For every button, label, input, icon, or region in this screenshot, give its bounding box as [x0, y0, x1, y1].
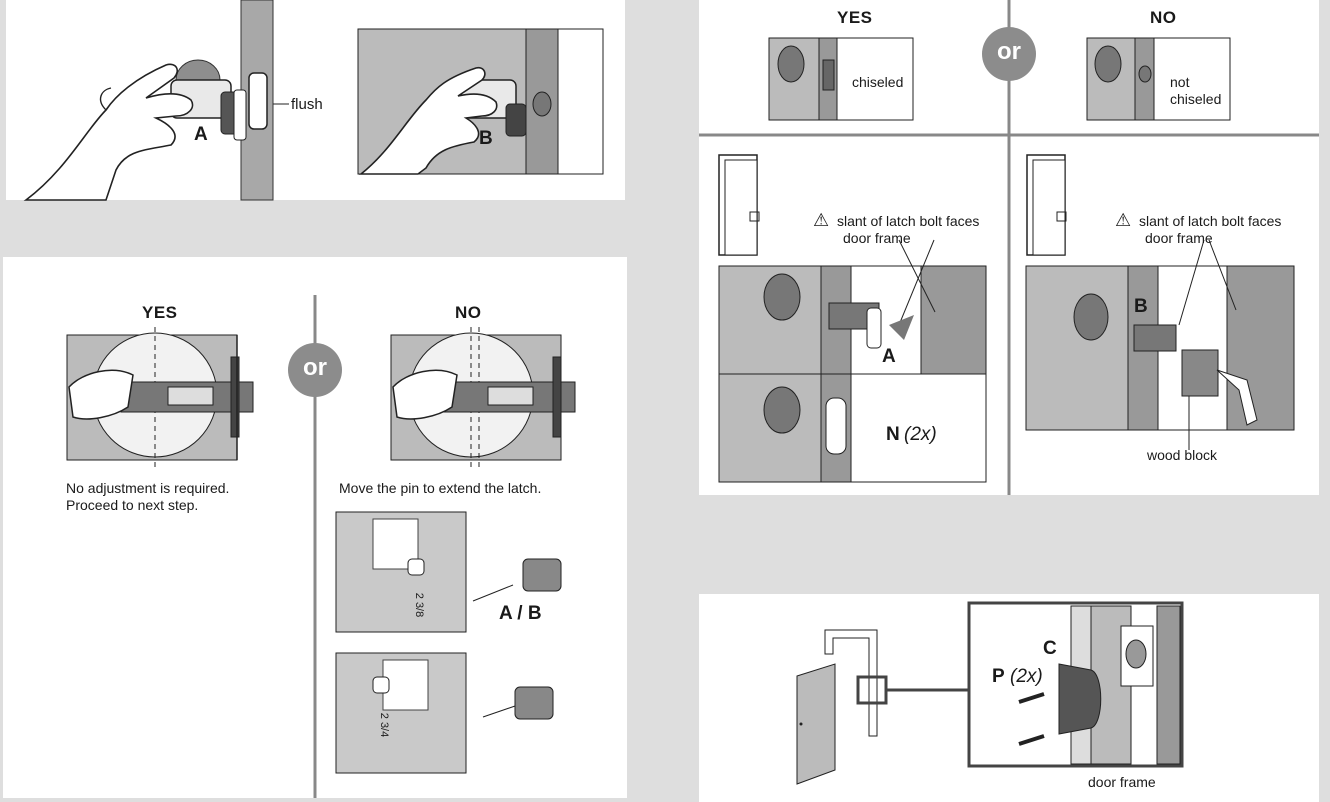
left-warning-line2: door frame [843, 230, 911, 246]
wood-block-label: wood block [1147, 447, 1218, 463]
ab-label: A / B [499, 603, 542, 624]
yes-instruction-line1: No adjustment is required. [66, 480, 230, 496]
left-warning-line1: slant of latch bolt faces [837, 213, 980, 229]
not-chiseled-line1: not [1170, 74, 1190, 90]
step1-latch-insert-panel: flush A B [6, 0, 625, 201]
backset-238: 2 3/8 [413, 592, 426, 618]
right-warning-line1: slant of latch bolt faces [1139, 213, 1282, 229]
warning-icon: ⚠ [1115, 210, 1132, 230]
part-b-label: B [1134, 296, 1148, 317]
part-b-label: B [479, 128, 493, 149]
step3-latch-install-panel: YES NO or chiseled not chiseled ⚠ slant … [699, 0, 1319, 495]
yes-instruction-line2: Proceed to next step. [66, 497, 199, 513]
part-c-label: C [1043, 638, 1057, 659]
part-a-label: A [882, 346, 896, 367]
screw-p-label: P [992, 666, 1005, 687]
door-frame-label: door frame [1088, 774, 1156, 790]
warning-icon: ⚠ [813, 210, 830, 230]
part-a-label: A [194, 124, 208, 145]
step2-illustration [66, 295, 576, 798]
flush-label: flush [291, 96, 323, 113]
step3-illustration [699, 0, 1319, 495]
step2-yes-heading: YES [142, 303, 178, 322]
step3-or-badge: or [982, 27, 1036, 81]
step2-no-heading: NO [455, 303, 482, 322]
step2-or-badge: or [288, 343, 342, 397]
screw-n-label: N [886, 424, 900, 445]
step4-illustration [796, 601, 1184, 785]
step3-yes-heading: YES [837, 8, 873, 27]
not-chiseled-line2: chiseled [1170, 91, 1222, 107]
screw-p-qty: (2x) [1010, 666, 1043, 687]
no-instruction: Move the pin to extend the latch. [339, 480, 542, 496]
step1-illustration [23, 0, 604, 201]
chiseled-label: chiseled [852, 74, 904, 90]
backset-234: 2 3/4 [378, 712, 391, 738]
step3-no-heading: NO [1150, 8, 1177, 27]
screw-n-qty: (2x) [904, 424, 937, 445]
step2-latch-adjust-panel: YES NO or No adjustment is required. Pro… [3, 257, 627, 798]
right-warning-line2: door frame [1145, 230, 1213, 246]
step4-strike-plate-panel: C P (2x) door frame [699, 594, 1319, 802]
